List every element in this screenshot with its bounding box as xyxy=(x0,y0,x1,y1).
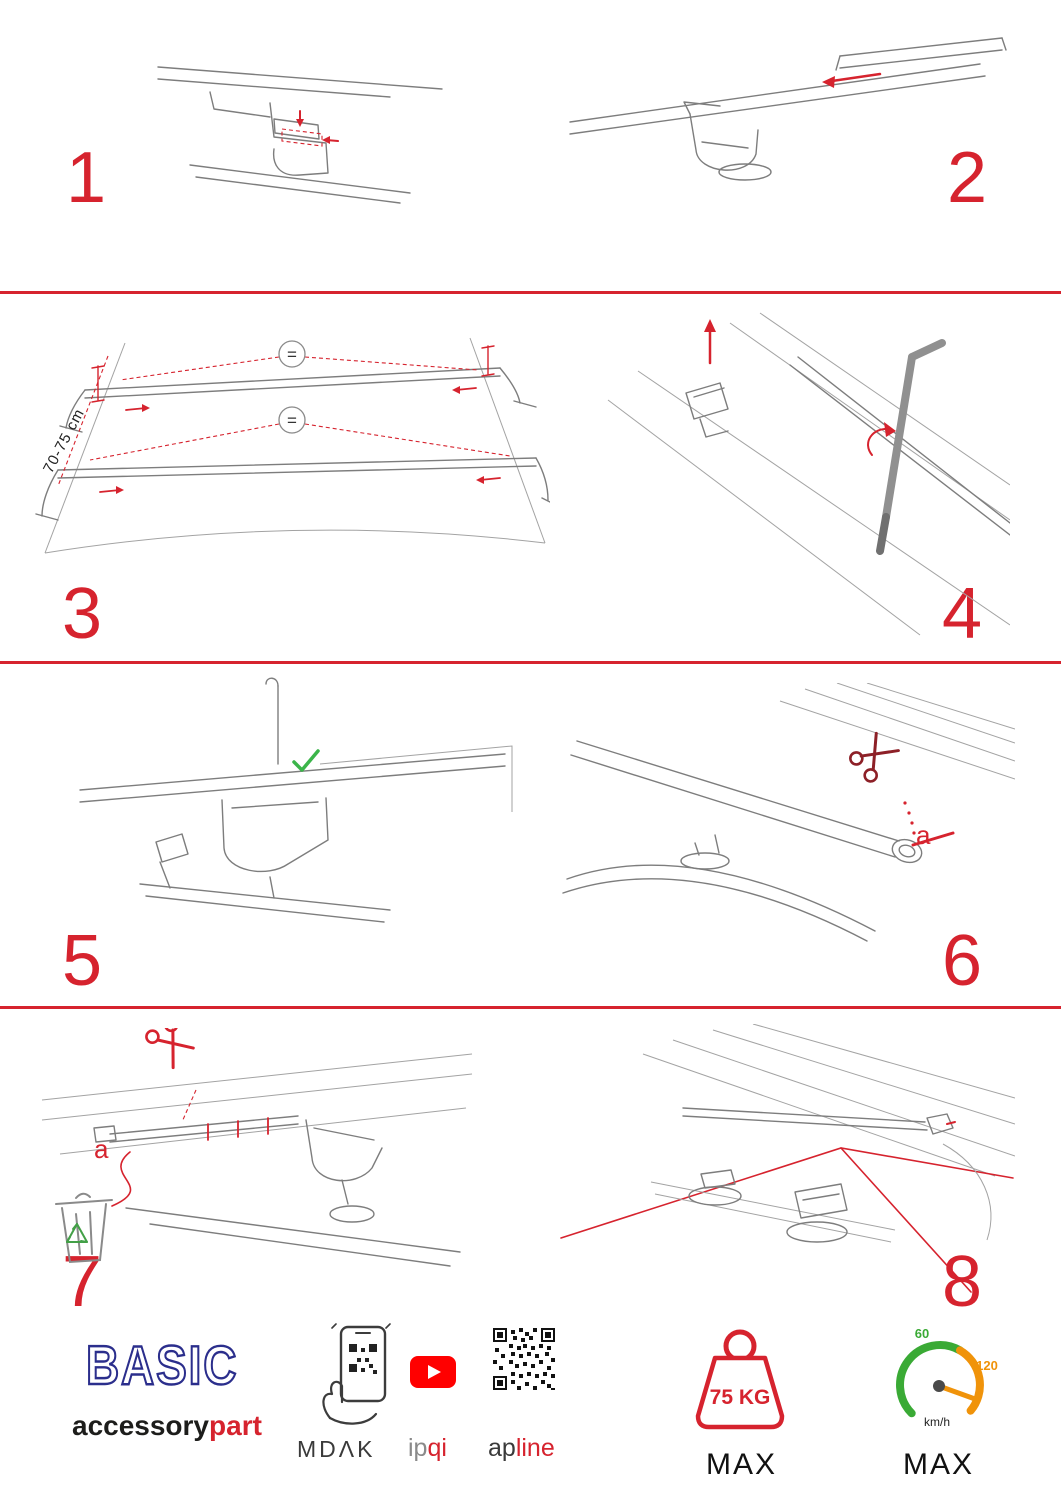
step-2-number: 2 xyxy=(947,138,988,218)
partner-apline-label: apline xyxy=(488,1436,555,1461)
step-4-illustration xyxy=(607,312,1010,636)
brand-title: BASIC xyxy=(85,1334,239,1397)
max-load-icon: 75 KG xyxy=(695,1329,785,1430)
step-6-number: 6 xyxy=(942,921,983,1001)
strip-part-label-6: a xyxy=(916,820,931,850)
step-1-illustration xyxy=(157,66,443,204)
trash-bin-icon xyxy=(55,1192,113,1264)
step-4-number: 4 xyxy=(942,574,983,654)
scissors-icon xyxy=(145,1028,195,1070)
partner-ipqi-label: ipqi xyxy=(408,1436,447,1461)
step-8-illustration xyxy=(560,1024,1015,1293)
partner-apline-black: ap xyxy=(488,1434,516,1462)
partner-mdak-label: MDΛK xyxy=(297,1436,376,1462)
brand-subtitle: accessorypart xyxy=(72,1412,262,1440)
youtube-icon xyxy=(410,1356,456,1388)
partner-ipqi-red: qi xyxy=(427,1434,447,1462)
step-1-number: 1 xyxy=(66,138,107,218)
max-load-value: 75 KG xyxy=(710,1386,771,1409)
rubber-strip-end xyxy=(911,831,955,847)
scissors-icon xyxy=(849,731,900,783)
step-3-illustration: = = xyxy=(35,337,550,554)
brand-logo: BASIC xyxy=(85,1337,252,1394)
equals-badge-bottom xyxy=(278,406,306,434)
step-6-illustration xyxy=(562,683,1015,942)
step-5-number: 5 xyxy=(62,921,103,1001)
partner-ipqi-gray: ip xyxy=(408,1434,428,1462)
recycle-icon xyxy=(66,1223,88,1243)
section-divider-1 xyxy=(0,291,1061,294)
speed-tick-high: 120 xyxy=(976,1358,998,1373)
qr-scan-phone-icon xyxy=(322,1323,391,1425)
speed-unit-label: km/h xyxy=(924,1415,950,1429)
brand-sub-red: part xyxy=(209,1410,262,1441)
step-2-illustration xyxy=(569,37,1007,181)
equals-sign-bottom: = xyxy=(287,411,297,430)
max-load-label: MAX xyxy=(706,1448,778,1481)
strip-part-label-7: a xyxy=(94,1134,109,1164)
speed-tick-low: 60 xyxy=(915,1326,929,1341)
qr-code xyxy=(493,1328,555,1390)
section-divider-3 xyxy=(0,1006,1061,1009)
partner-apline-red: line xyxy=(515,1434,555,1462)
max-speed-icon: 60 120 km/h xyxy=(896,1326,998,1429)
allen-key-icon xyxy=(908,339,946,361)
step-3-number: 3 xyxy=(62,574,103,654)
check-icon xyxy=(292,749,320,772)
equals-sign-top: = xyxy=(287,345,297,364)
step-7-illustration xyxy=(41,1028,473,1267)
max-speed-label: MAX xyxy=(903,1448,975,1481)
section-divider-2 xyxy=(0,661,1061,664)
equals-badge-top xyxy=(278,340,306,368)
step-5-illustration xyxy=(79,677,513,923)
brand-sub-black: accessory xyxy=(72,1410,210,1441)
